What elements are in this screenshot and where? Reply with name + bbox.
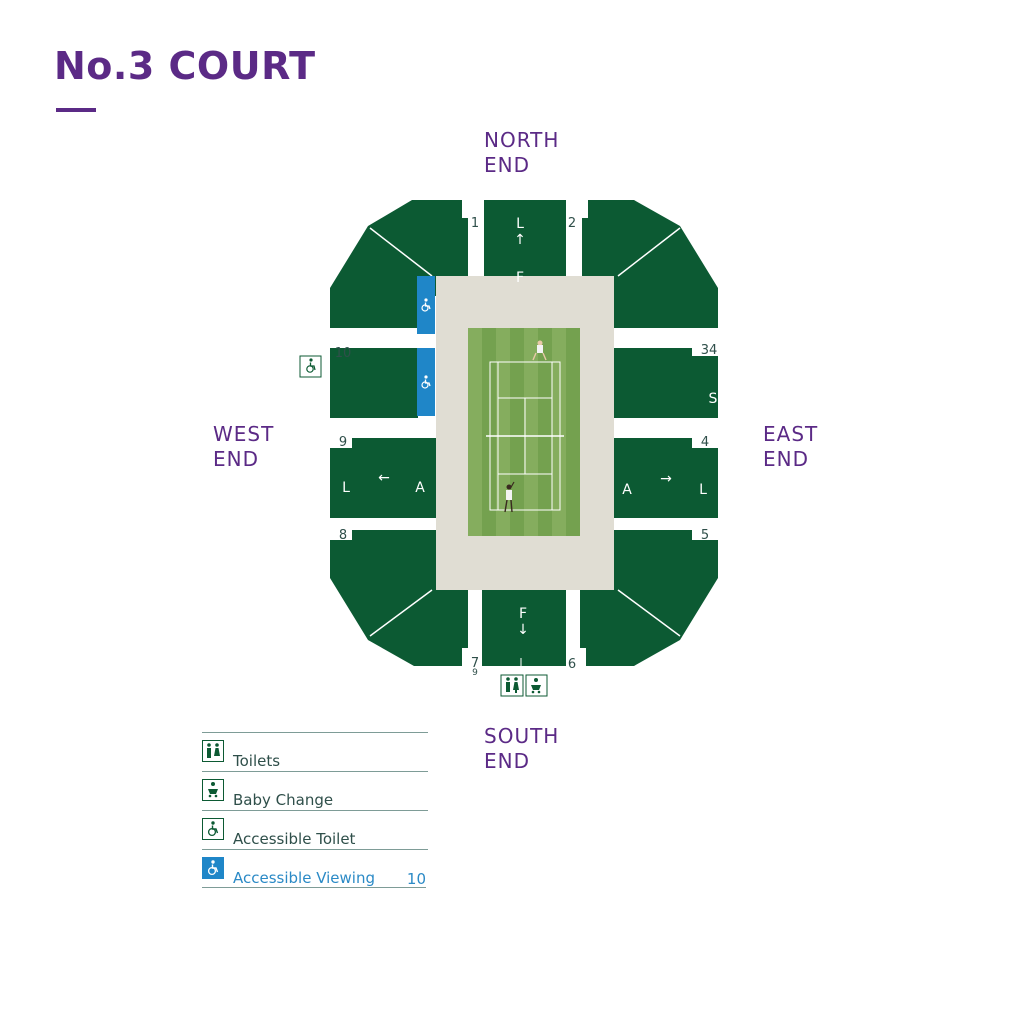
stand-east-upper[interactable] [614,348,718,418]
arrow-left-icon: ← [378,470,390,486]
title-underline [56,108,96,112]
wheelchair-icon [421,298,431,312]
gate-2[interactable]: 2 [568,216,576,231]
section-letter-north: L [516,216,524,232]
stand-west-upper[interactable] [330,348,418,418]
stand-east-middle[interactable] [614,438,718,518]
stand-south-east[interactable] [580,530,718,666]
south-end-label: SOUTH END [484,724,559,774]
stand-north-centre[interactable] [484,200,566,276]
gate-7[interactable]: 7 [471,656,479,671]
player-icon [504,481,515,513]
north-end-line2: END [484,153,530,177]
west-end-line2: END [213,447,259,471]
legend-item-accessible-toilet: Accessible Toilet [202,810,428,849]
east-end-line1: EAST [763,422,819,446]
stand-north-east[interactable] [582,200,718,328]
player-icon [532,340,547,361]
baby-change-icon [202,779,224,801]
gate-5[interactable]: 5 [701,528,709,543]
accessible-viewing-areas [417,276,435,416]
section-letter-west-inner: A [415,480,425,496]
stand-south-centre[interactable] [482,590,566,666]
gate-4[interactable]: 4 [701,435,709,450]
court-lines [486,361,564,511]
legend-label-baby-change: Baby Change [233,791,334,809]
legend-label-toilets: Toilets [233,752,281,770]
legend-item-toilets: Toilets [202,732,428,771]
section-letter-south: F [519,606,527,622]
accessible-viewing-icon [202,857,224,879]
east-end-line2: END [763,447,809,471]
legend-item-accessible-viewing: Accessible Viewing 10 [202,849,428,888]
legend-bottom-rule [202,887,426,888]
east-end-label: EAST END [763,422,818,472]
accessible-toilet-icon [202,818,224,840]
corner-dividers [369,227,681,637]
section-letter-east-upper: S [709,391,718,407]
baby-change-icon[interactable] [525,674,548,697]
section-letter-east-inner: A [622,482,632,498]
gate-1[interactable]: 1 [471,216,479,231]
arrow-right-icon: → [660,471,672,487]
south-end-line1: SOUTH [484,724,560,748]
grass-court [468,328,580,536]
section-letter-north-low: F [516,270,524,286]
legend-item-baby-change: Baby Change [202,771,428,810]
arrow-down-icon: ↓ [517,622,529,638]
gate-8[interactable]: 8 [339,528,347,543]
legend-count-accessible-viewing: 10 [406,870,426,888]
section-letter-east-outer: L [699,482,707,498]
accessible-toilet-icon[interactable] [299,355,322,378]
north-end-label: NORTH END [484,128,559,178]
section-letter-west-outer: L [342,480,350,496]
gate-34[interactable]: 34 [701,343,718,358]
toilets-icon[interactable] [500,674,524,697]
north-end-line1: NORTH [484,128,560,152]
page-title: No.3 COURT [54,44,316,88]
gate-10[interactable]: 10 [335,346,352,361]
south-end-line2: END [484,749,530,773]
gate-9[interactable]: 9 [339,435,347,450]
wheelchair-icon [421,375,431,389]
west-end-line1: WEST [213,422,275,446]
toilets-icon [202,740,224,762]
stand-south-west[interactable] [330,530,468,666]
legend-label-accessible-toilet: Accessible Toilet [233,830,356,848]
stand-west-middle[interactable] [330,438,436,518]
west-end-label: WEST END [213,422,274,472]
legend-label-accessible-viewing: Accessible Viewing [233,869,375,887]
gate-7-subscript: 9 [472,668,478,678]
gate-6[interactable]: 6 [568,657,576,672]
arrow-up-icon: ↑ [514,232,526,248]
